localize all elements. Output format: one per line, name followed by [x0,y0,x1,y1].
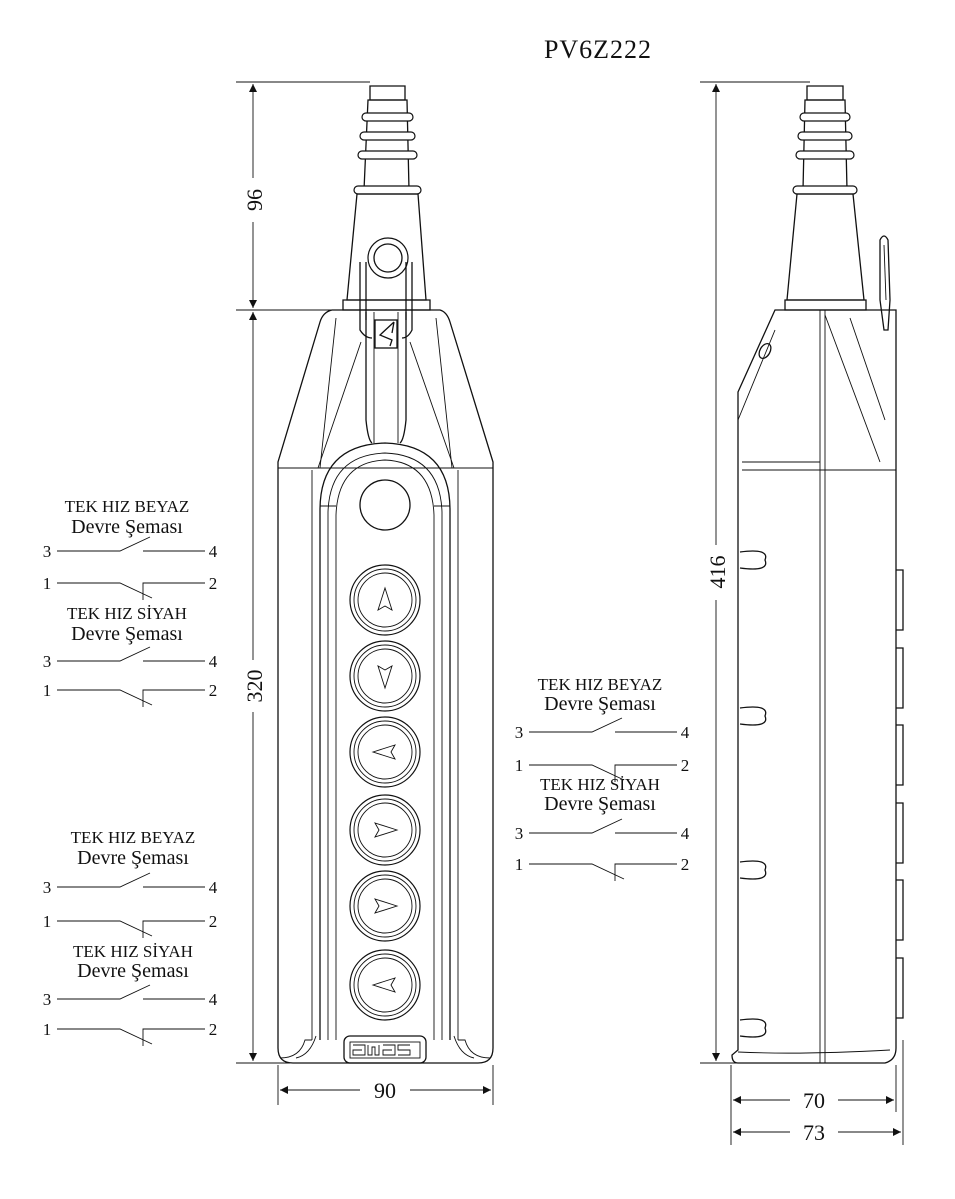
arrow-left-icon [371,744,396,760]
cable-gland-front [342,85,431,339]
terminal-label: 2 [209,1020,218,1039]
side-view [731,85,904,1064]
normally-closed-contact [57,920,205,938]
push-button-down [349,640,421,712]
schematic-subtitle: Devre Şeması [77,847,189,869]
terminal-label: 2 [209,912,218,931]
terminal-label: 3 [43,878,52,897]
normally-open-contact [57,646,205,662]
arrow-down-icon [377,665,393,690]
schematic-title: TEK HIZ SİYAH [540,775,660,794]
normally-closed-contact [529,863,677,881]
dimension-70: 70 [803,1088,825,1113]
dimension-320: 320 [242,670,267,703]
normally-open-contact [529,717,677,733]
dimension-90: 90 [374,1078,396,1103]
pendant-body-side [731,235,904,1064]
terminal-label: 3 [43,652,52,671]
terminal-label: 4 [681,723,690,742]
terminal-label: 4 [209,652,218,671]
normally-open-contact [57,872,205,888]
schematic-subtitle: Devre Şeması [544,793,656,815]
normally-open-contact [57,536,205,552]
dimension-96: 96 [242,189,267,211]
arrow-right-icon [374,822,399,838]
arrow-left-icon [371,977,396,993]
emergency-stop-position [359,479,411,531]
schematic-title: TEK HIZ BEYAZ [538,675,663,694]
terminal-label: 1 [515,756,524,775]
pendant-body-front [277,309,494,1064]
normally-open-contact [57,984,205,1000]
push-button-up [349,564,421,636]
push-button-left [349,716,421,788]
push-button-right [349,870,421,942]
terminal-label: 2 [681,756,690,775]
terminal-label: 1 [43,1020,52,1039]
terminal-label: 3 [515,824,524,843]
normally-open-contact [529,818,677,834]
schematic-subtitle: Devre Şeması [77,960,189,982]
front-view [277,85,494,1064]
push-button-right [349,794,421,866]
terminal-label: 3 [43,990,52,1009]
schematic-title: TEK HIZ SİYAH [73,942,193,961]
normally-closed-contact [57,1028,205,1046]
emas-logo [343,1035,427,1064]
drawing-title: PV6Z222 [544,35,652,64]
terminal-label: 4 [681,824,690,843]
terminal-label: 2 [209,574,218,593]
schematic-title: TEK HIZ BEYAZ [71,828,196,847]
terminal-label: 1 [43,681,52,700]
terminal-label: 3 [43,542,52,561]
arrow-right-icon [374,898,399,914]
side-dimensions: 416 70 73 [700,81,904,1145]
terminal-label: 4 [209,542,218,561]
dimension-416: 416 [705,556,730,589]
terminal-label: 3 [515,723,524,742]
front-dimensions: 96 320 90 [236,81,494,1105]
schematic-subtitle: Devre Şeması [544,693,656,715]
normally-closed-contact [57,689,205,707]
push-button-left [349,949,421,1021]
terminal-label: 4 [209,878,218,897]
normally-closed-contact [529,764,677,782]
normally-closed-contact [57,582,205,600]
schematic-subtitle: Devre Şeması [71,623,183,645]
schematic-title: TEK HIZ BEYAZ [65,497,190,516]
terminal-label: 2 [681,855,690,874]
terminal-label: 1 [43,912,52,931]
terminal-label: 4 [209,990,218,1009]
schematic-subtitle: Devre Şeması [71,516,183,538]
cable-gland-side [784,85,867,311]
terminal-label: 1 [43,574,52,593]
terminal-label: 1 [515,855,524,874]
schematic-title: TEK HIZ SİYAH [67,604,187,623]
dimension-73: 73 [803,1120,825,1145]
arrow-up-icon [377,586,393,611]
terminal-label: 2 [209,681,218,700]
